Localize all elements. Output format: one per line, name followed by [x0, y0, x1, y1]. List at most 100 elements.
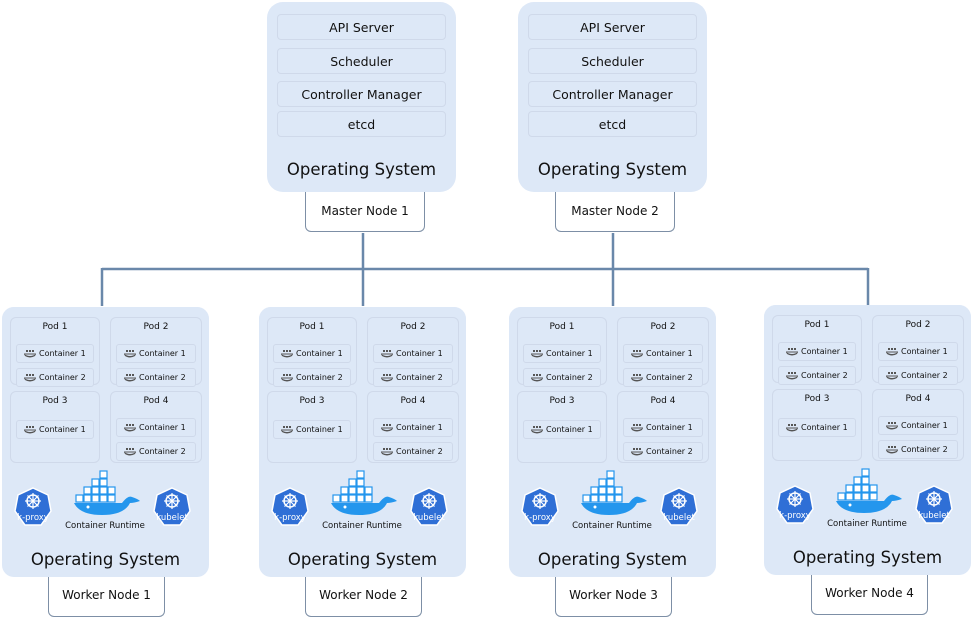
container-box: Container 1 [16, 420, 94, 439]
kubernetes-icon [521, 487, 559, 526]
operating-system-label: Operating System [30, 550, 181, 569]
kubernetes-icon [915, 485, 953, 524]
docker-whale-icon [836, 468, 902, 513]
container-box: Container 1 [116, 344, 196, 363]
docker-whale-icon [74, 470, 140, 515]
container-box: Container 1 [523, 344, 601, 363]
etcd-box: etcd [528, 111, 697, 137]
k-proxy-badge: k-proxy [776, 485, 814, 527]
container-label: Container 1 [646, 423, 693, 432]
container-label: Container 1 [901, 347, 948, 356]
container-label: Container 2 [801, 371, 848, 380]
container-box: Container 1 [273, 344, 351, 363]
pod-title: Pod 3 [804, 394, 830, 404]
container-box: Container 1 [623, 344, 703, 363]
docker-whale-icon [581, 470, 647, 515]
container-box: Container 2 [623, 442, 703, 461]
container-icon [24, 374, 36, 382]
container-label: Container 1 [546, 425, 593, 434]
container-label: Container 2 [139, 373, 186, 382]
container-icon [381, 424, 393, 432]
pod-title: Pod 2 [143, 322, 169, 332]
container-label: Container 1 [801, 423, 848, 432]
k-proxy-label: k-proxy [274, 513, 306, 523]
container-box: Container 1 [623, 418, 703, 437]
container-box: Container 2 [373, 442, 453, 461]
worker-node-4-panel: Pod 1 Container 1 Container 2 Pod 2 Containe… [764, 305, 971, 575]
container-label: Container 1 [546, 349, 593, 358]
container-icon [786, 348, 798, 356]
master-node-1-label: Master Node 1 [305, 192, 425, 232]
container-label: Container 1 [296, 425, 343, 434]
container-box: Container 2 [878, 366, 958, 385]
k-proxy-label: k-proxy [779, 511, 811, 521]
pod-2: Pod 2 Container 1 Container 2 [872, 315, 964, 385]
container-box: Container 1 [878, 416, 958, 435]
container-box: Container 1 [878, 342, 958, 361]
container-runtime-label: Container Runtime [322, 521, 402, 531]
operating-system-label: Operating System [537, 550, 688, 569]
container-label: Container 1 [801, 347, 848, 356]
operating-system-label: Operating System [537, 160, 688, 179]
operating-system-label: Operating System [287, 550, 438, 569]
pod-2: Pod 2 Container 1 Container 2 [110, 317, 202, 387]
container-label: Container 2 [646, 447, 693, 456]
k-proxy-label: k-proxy [17, 513, 49, 523]
container-runtime-label: Container Runtime [572, 521, 652, 531]
controller-manager-box: Controller Manager [528, 81, 697, 107]
kubelet-label: kubelet [413, 513, 445, 523]
k-proxy-badge: k-proxy [271, 487, 309, 529]
container-box: Container 2 [878, 440, 958, 459]
container-box: Container 2 [623, 368, 703, 387]
container-box: Container 2 [523, 368, 601, 387]
worker-node-1-panel: Pod 1 Container 1 Container 2 Pod 2 Containe… [2, 307, 209, 577]
container-icon [381, 374, 393, 382]
container-runtime-label: Container Runtime [65, 521, 145, 531]
pod-title: Pod 4 [143, 396, 169, 406]
container-icon [124, 424, 136, 432]
container-icon [886, 446, 898, 454]
container-label: Container 1 [39, 349, 86, 358]
container-label: Container 2 [901, 371, 948, 380]
pod-title: Pod 2 [400, 322, 426, 332]
pod-title: Pod 2 [905, 320, 931, 330]
kubelet-badge: kubelet [410, 487, 448, 529]
etcd-box: etcd [277, 111, 446, 137]
master-node-1-panel: API Server Scheduler Controller Manager … [267, 2, 456, 192]
pod-title: Pod 1 [804, 320, 830, 330]
container-box: Container 1 [16, 344, 94, 363]
container-icon [886, 422, 898, 430]
container-label: Container 1 [396, 349, 443, 358]
pod-title: Pod 1 [42, 322, 68, 332]
container-box: Container 1 [778, 342, 856, 361]
container-icon [631, 448, 643, 456]
container-box: Container 2 [116, 442, 196, 461]
container-icon [281, 374, 293, 382]
api-server-box: API Server [277, 14, 446, 40]
container-icon [124, 374, 136, 382]
container-box: Container 1 [273, 420, 351, 439]
master-node-2-label: Master Node 2 [555, 192, 675, 232]
container-box: Container 1 [373, 344, 453, 363]
pod-3: Pod 3 Container 1 [772, 389, 862, 461]
container-label: Container 2 [546, 373, 593, 382]
container-label: Container 2 [296, 373, 343, 382]
container-icon [531, 350, 543, 358]
controller-manager-box: Controller Manager [277, 81, 446, 107]
k-proxy-label: k-proxy [524, 513, 556, 523]
container-box: Container 2 [116, 368, 196, 387]
kubelet-label: kubelet [663, 513, 695, 523]
container-label: Container 1 [396, 423, 443, 432]
worker-node-1-label: Worker Node 1 [48, 577, 165, 617]
container-icon [381, 350, 393, 358]
